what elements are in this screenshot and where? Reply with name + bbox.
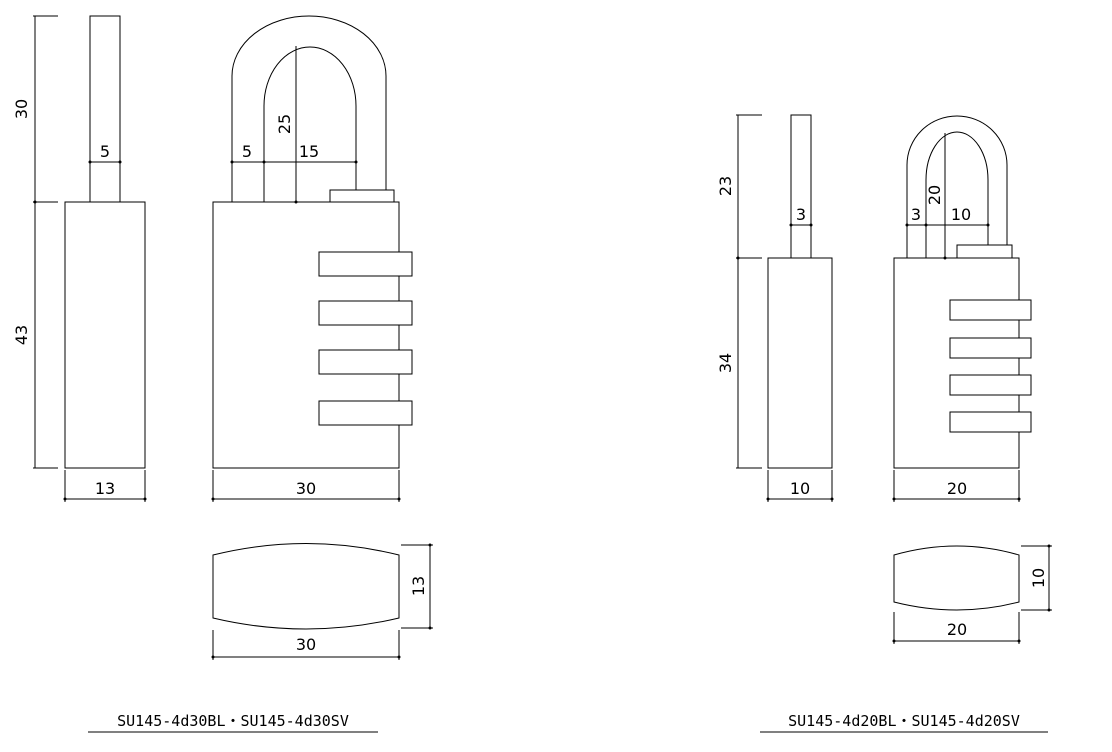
left-side-body-height-label: 43 xyxy=(12,325,31,345)
right-side-shackle xyxy=(790,114,812,259)
right-front-body-width-label: 20 xyxy=(947,479,967,498)
right-dial-2 xyxy=(949,337,1032,359)
left-dial-3 xyxy=(318,349,413,375)
left-dial-2 xyxy=(318,300,413,326)
left-model-caption: SU145-4d30BL・SU145-4d30SV xyxy=(117,712,349,730)
right-front-view: 20 3 10 20 xyxy=(892,115,1032,502)
left-side-shackle xyxy=(89,15,121,203)
right-front-shackle-height-label: 20 xyxy=(925,185,944,205)
left-dial-4 xyxy=(318,400,413,426)
left-padlock-group: 30 43 5 13 25 xyxy=(12,15,433,733)
right-padlock-group: 23 34 3 10 20 xyxy=(716,114,1052,733)
left-side-shackle-height-label: 30 xyxy=(12,99,31,119)
left-front-shackle-thickness-label: 5 xyxy=(242,142,252,161)
right-bottom-view: 10 20 xyxy=(892,544,1052,644)
left-front-latch xyxy=(329,189,395,203)
left-front-shackle-height-label: 25 xyxy=(275,114,294,134)
left-bottom-width-label: 30 xyxy=(296,635,316,654)
right-bottom-depth-label: 10 xyxy=(1029,568,1048,588)
left-bottom-view: 13 30 xyxy=(211,543,433,660)
right-dial-1 xyxy=(949,299,1032,321)
right-side-shackle-height-label: 23 xyxy=(716,176,735,196)
left-front-view: 25 5 15 30 xyxy=(211,15,413,502)
left-dial-1 xyxy=(318,251,413,277)
right-side-view: 23 34 3 10 xyxy=(716,114,834,502)
right-bottom-width-label: 20 xyxy=(947,620,967,639)
left-side-body xyxy=(64,201,146,469)
right-front-shackle xyxy=(906,115,1008,258)
left-front-shackle xyxy=(231,15,387,202)
right-front-shackle-thickness-label: 3 xyxy=(911,205,921,224)
right-side-body-height-label: 34 xyxy=(716,353,735,373)
right-side-shackle-width-label: 3 xyxy=(796,205,806,224)
right-front-inner-width-label: 10 xyxy=(951,205,971,224)
left-front-inner-width-label: 15 xyxy=(299,142,319,161)
left-bottom-depth-label: 13 xyxy=(409,576,428,596)
right-side-body xyxy=(767,257,833,469)
right-bottom-outline xyxy=(893,545,1020,611)
right-side-body-width-label: 10 xyxy=(790,479,810,498)
right-front-latch xyxy=(956,244,1013,259)
left-side-shackle-width-label: 5 xyxy=(100,142,110,161)
left-front-body xyxy=(212,201,400,469)
left-side-body-width-label: 13 xyxy=(95,479,115,498)
left-front-body-width-label: 30 xyxy=(296,479,316,498)
left-side-view: 30 43 5 13 xyxy=(12,15,147,502)
right-dial-4 xyxy=(949,411,1032,433)
right-dial-3 xyxy=(949,374,1032,396)
right-model-caption: SU145-4d20BL・SU145-4d20SV xyxy=(788,712,1020,730)
left-bottom-outline xyxy=(212,543,400,630)
right-front-body xyxy=(893,257,1020,469)
